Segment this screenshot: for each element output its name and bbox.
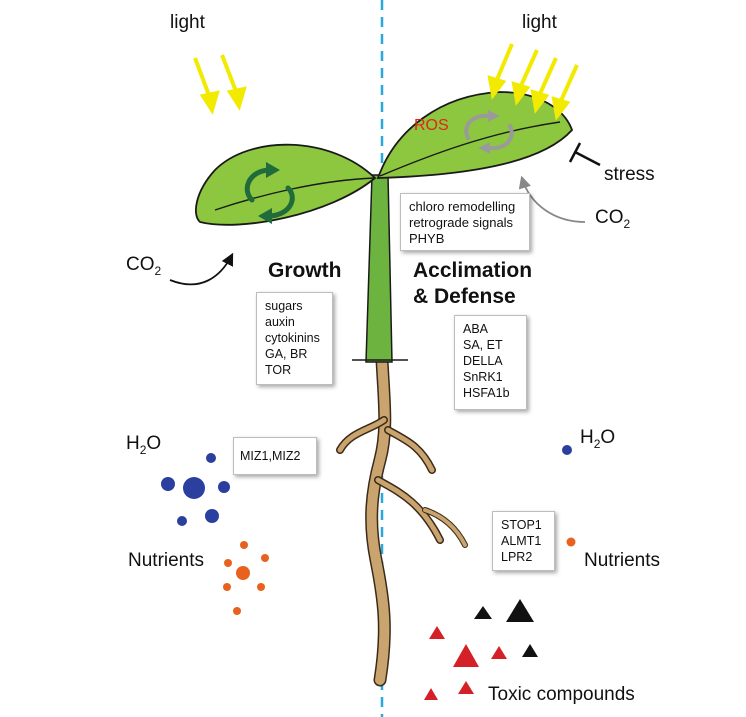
defense-factor: ABA [463,322,489,336]
nutrients-label-left: Nutrients [128,550,205,571]
growth-factor: cytokinins [265,331,320,345]
miz-box: MIZ1,MIZ2 [233,437,317,475]
h2o-label-left: H2O [126,433,162,457]
growth-heading: Growth [268,259,342,282]
stop-box: STOP1 ALMT1 LPR2 [492,511,555,571]
nutrients-label-right: Nutrients [584,550,661,571]
defense-factor: SnRK1 [463,370,503,384]
chloro-box: chloro remodelling retrograde signals PH… [400,193,530,251]
defense-factor: DELLA [463,354,503,368]
stem [365,174,393,363]
toxic-triangles [424,599,538,700]
growth-factor: auxin [265,315,295,329]
h2o-label-right: H2O [580,427,616,451]
growth-cycle-icon [244,167,295,219]
light-arrows-left [193,54,247,115]
growth-factor: GA, BR [265,347,308,361]
stress-inhibit-arrow [568,142,601,167]
water-dots-left [161,453,230,526]
toxic-compounds-label: Toxic compounds [488,684,635,705]
light-arrows-right [487,43,579,121]
growth-factor: TOR [265,363,292,377]
stress-label: stress [604,164,655,185]
left-leaf [195,143,377,226]
co2-arrow-left [169,252,234,286]
co2-label-right: CO2 [595,207,631,231]
ros-label: ROS [414,117,449,134]
nutrient-dot-right [566,537,576,547]
growth-factors-box: sugars auxin cytokinins GA, BR TOR [256,292,333,385]
co2-label-left: CO2 [126,254,162,278]
growth-factor: sugars [265,299,303,313]
defense-factors-box: ABA SA, ET DELLA SnRK1 HSFA1b [454,315,527,410]
light-label-left: light [170,12,205,33]
nutrient-dots-left [223,541,269,615]
ros-cycle-icon [464,113,514,151]
co2-arrow-right [518,175,586,223]
water-dot-right [562,445,572,455]
acclimation-heading: Acclimation & Defense [413,259,533,308]
defense-factor: HSFA1b [463,386,510,400]
defense-factor: SA, ET [463,338,503,352]
root-system [336,353,468,687]
light-label-right: light [522,12,557,33]
